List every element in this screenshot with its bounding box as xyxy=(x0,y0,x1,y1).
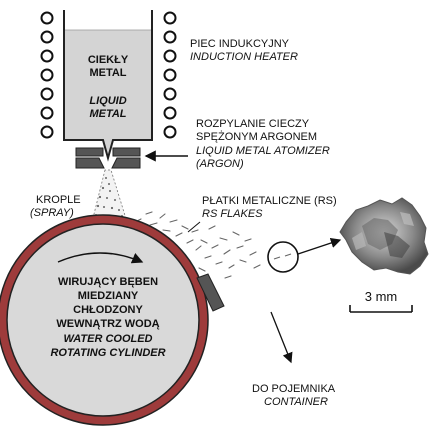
liquid-metal-label-pl-2: METAL xyxy=(89,67,127,79)
scale-bar xyxy=(349,305,413,313)
crucible xyxy=(63,10,153,162)
atomizer-label-en-2: (ARGON) xyxy=(196,158,244,170)
atomizer-nozzle xyxy=(75,147,141,169)
cylinder-label-pl-2: MIEDZIANY xyxy=(77,290,139,302)
scale-label: 3 mm xyxy=(364,289,398,304)
magnify-arrow xyxy=(297,237,342,255)
induction-heater-label-pl: PIEC INDUKCYJNY xyxy=(190,38,290,50)
atomizer-label-en-1: LIQUID METAL ATOMIZER xyxy=(196,145,330,157)
flakes-label-pl: PŁATKI METALICZNE (RS) xyxy=(202,195,337,207)
rotating-cylinder xyxy=(6,223,200,417)
container-arrow xyxy=(270,311,293,364)
cylinder-label-pl-4: WEWNĄTRZ WODĄ xyxy=(56,318,160,330)
liquid-metal-label-en-1: LIQUID xyxy=(89,95,127,107)
liquid-metal-label-en-2: METAL xyxy=(89,108,127,120)
magnified-flake xyxy=(273,256,281,260)
liquid-metal-label-pl-1: CIEKŁY xyxy=(87,54,129,66)
spray-cone xyxy=(91,169,128,223)
flakes-pointer xyxy=(187,221,201,233)
rs-flakes-stream xyxy=(134,211,261,279)
magnifier-circle xyxy=(267,241,299,273)
cylinder-label-en-1: WATER COOLED xyxy=(63,333,153,345)
spray-label-en: (SPRAY) xyxy=(30,207,74,219)
cylinder-label-pl-3: CHŁODZONY xyxy=(73,304,143,316)
induction-coil-right xyxy=(163,11,177,139)
flake-micrograph xyxy=(339,197,429,275)
container-label-en: CONTAINER xyxy=(264,396,328,408)
spray-label-pl: KROPLE xyxy=(36,194,81,206)
scraper-blade xyxy=(196,273,225,312)
rotation-arrow xyxy=(57,252,144,264)
induction-coil-left xyxy=(40,11,54,139)
flakes-label-en: RS FLAKES xyxy=(202,208,263,220)
container-label-pl: DO POJEMNIKA xyxy=(252,383,336,395)
induction-heater-label-en: INDUCTION HEATER xyxy=(190,51,298,63)
crucible-empty-top xyxy=(65,10,151,30)
cylinder-label-en-2: ROTATING CYLINDER xyxy=(50,347,166,359)
atomizer-label-pl-2: SPĘŻONYM ARGONEM xyxy=(196,131,318,143)
cylinder-label-pl-1: WIRUJĄCY BĘBEN xyxy=(57,276,159,288)
rotating-cylinder-outline xyxy=(0,214,209,426)
atomizer-label-pl-1: ROZPYLANIE CIECZY xyxy=(196,118,310,130)
